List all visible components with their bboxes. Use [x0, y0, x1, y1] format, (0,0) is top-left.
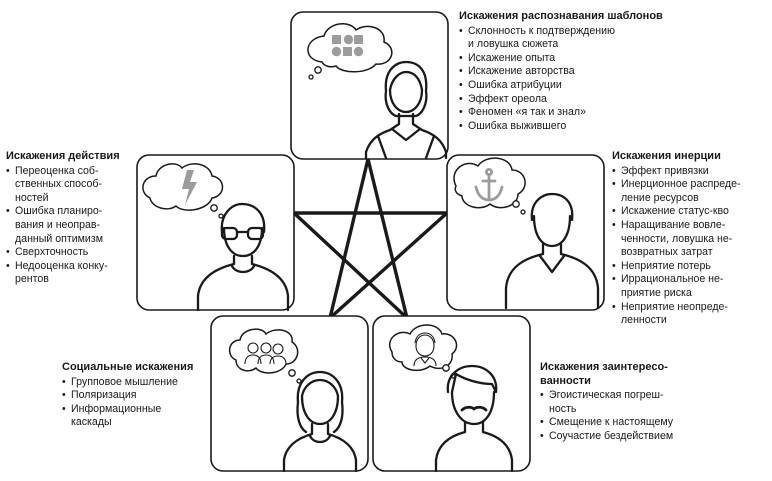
self-portrait-icon [413, 332, 437, 367]
bias-item: Поляризация [62, 389, 207, 403]
group-title: Социальные искажения [62, 361, 194, 373]
person-woman-figure [282, 370, 358, 473]
anchor-icon [474, 167, 504, 202]
bias-item: Переоценка соб-ственных способ-ностей [6, 165, 134, 206]
bias-item: Наращивание вовле-ченности, ловушка не-в… [612, 219, 770, 260]
bias-item: Эгоистическая погреш-ность [540, 389, 700, 416]
group-title: Искажения инерции [612, 150, 721, 162]
bias-item: Искажение статус-кво [612, 205, 770, 219]
bias-item: Смещение к настоящему [540, 416, 700, 430]
thought-bubble [228, 328, 299, 374]
bias-item: Сверхточность [6, 246, 134, 260]
star-edge [366, 157, 409, 320]
bias-item-line: и ловушка сюжета [468, 38, 559, 51]
bias-item-line: Склонность к подтверждению [468, 24, 615, 37]
bias-item: Неприятие потерь [612, 260, 770, 274]
card-pattern-recognition [290, 11, 449, 160]
group-title: Искажения распознавания шаблонов [459, 10, 663, 22]
bias-item-line: Инерционное распреде- [621, 178, 741, 191]
card-inertia [446, 154, 605, 311]
lightning-icon [182, 170, 197, 205]
star-edge [328, 211, 449, 320]
thought-bubble [389, 324, 458, 372]
star-edge [328, 157, 370, 320]
group-inertia: Искажения инерции Эффект привязки Инерци… [612, 150, 770, 328]
bias-list: Эгоистическая погреш-ность Смещение к на… [540, 389, 700, 443]
bias-item-line: Иррациональное не- [621, 273, 724, 286]
bias-item-line: ность [549, 402, 577, 415]
bias-item-line: Эгоистическая погреш- [549, 389, 664, 402]
bias-item-line: данный оптимизм [15, 232, 103, 245]
group-action: Искажения действия Переоценка соб-ственн… [6, 150, 134, 287]
person-man-mustache-figure [434, 364, 514, 473]
bias-list: Переоценка соб-ственных способ-ностей Ош… [6, 165, 134, 287]
bias-list: Групповое мышление Поляризация Информаци… [62, 376, 207, 430]
bias-item: Неприятие неопреде-ленности [612, 301, 770, 328]
bias-item-line: Ошибка планиро- [15, 205, 103, 218]
group-title: Искажения заинтересо-ванности [540, 361, 700, 388]
group-title: Искажения действия [6, 150, 120, 162]
shapes-icon [331, 34, 364, 57]
bias-item: Недооценка конку-рентов [6, 260, 134, 287]
bias-item: Групповое мышление [62, 376, 207, 390]
bias-item-line: ленности [621, 314, 667, 327]
bias-item: Иррациональное не-приятие риска [612, 273, 770, 300]
bias-list: Эффект привязки Инерционное распреде-лен… [612, 165, 770, 328]
bias-item: Эффект привязки [612, 165, 770, 179]
person-man-glasses-figure [196, 202, 290, 312]
bias-item-line: ление ресурсов [621, 191, 699, 204]
bias-item-line: ностей [15, 191, 49, 204]
star-edge [292, 211, 409, 320]
bias-item-line: каскады [71, 416, 112, 429]
person-man-figure [504, 192, 600, 310]
bias-item-line: Недооценка конку- [15, 259, 108, 272]
person-woman-figure [364, 60, 448, 160]
bias-item: Искажение опыта [459, 52, 679, 66]
bias-item: Инерционное распреде-ление ресурсов [612, 178, 770, 205]
bias-item: Ошибка атрибуции [459, 79, 679, 93]
bias-item-line: ственных способ- [15, 178, 102, 191]
card-action [136, 154, 295, 312]
bias-item-line: вания и неоправ- [15, 218, 101, 231]
bias-item-line: Неприятие неопреде- [621, 300, 728, 313]
card-self-interest [372, 315, 531, 473]
bias-item-line: приятие риска [621, 286, 692, 299]
bias-item: Искажение авторства [459, 65, 679, 79]
bias-item-line: рентов [15, 273, 49, 286]
bias-item: Феномен «я так и знал» [459, 106, 679, 120]
bias-item-line: ченности, ловушка не- [621, 232, 733, 245]
bias-item: Ошибка выжившего [459, 120, 679, 134]
group-people-icon [244, 342, 287, 365]
bias-item: Ошибка планиро-вания и неоправ-данный оп… [6, 205, 134, 246]
card-social [210, 315, 369, 473]
group-title-line: Искажения заинтересо- [540, 361, 668, 373]
bias-item-line: возвратных затрат [621, 246, 713, 259]
group-pattern-recognition: Искажения распознавания шаблонов Склонно… [459, 10, 679, 133]
bias-item-line: Информационные [71, 402, 162, 415]
pentagram-lines [292, 157, 449, 320]
group-social: Социальные искажения Групповое мышление … [62, 361, 207, 430]
bias-item: Эффект ореола [459, 93, 679, 107]
bias-item-line: Переоценка соб- [15, 164, 99, 177]
group-self-interest: Искажения заинтересо-ванности Эгоистичес… [540, 361, 700, 444]
bias-item: Соучастие бездействием [540, 430, 700, 444]
group-title-line: ванности [540, 374, 591, 387]
bias-item-line: Наращивание вовле- [621, 218, 726, 231]
